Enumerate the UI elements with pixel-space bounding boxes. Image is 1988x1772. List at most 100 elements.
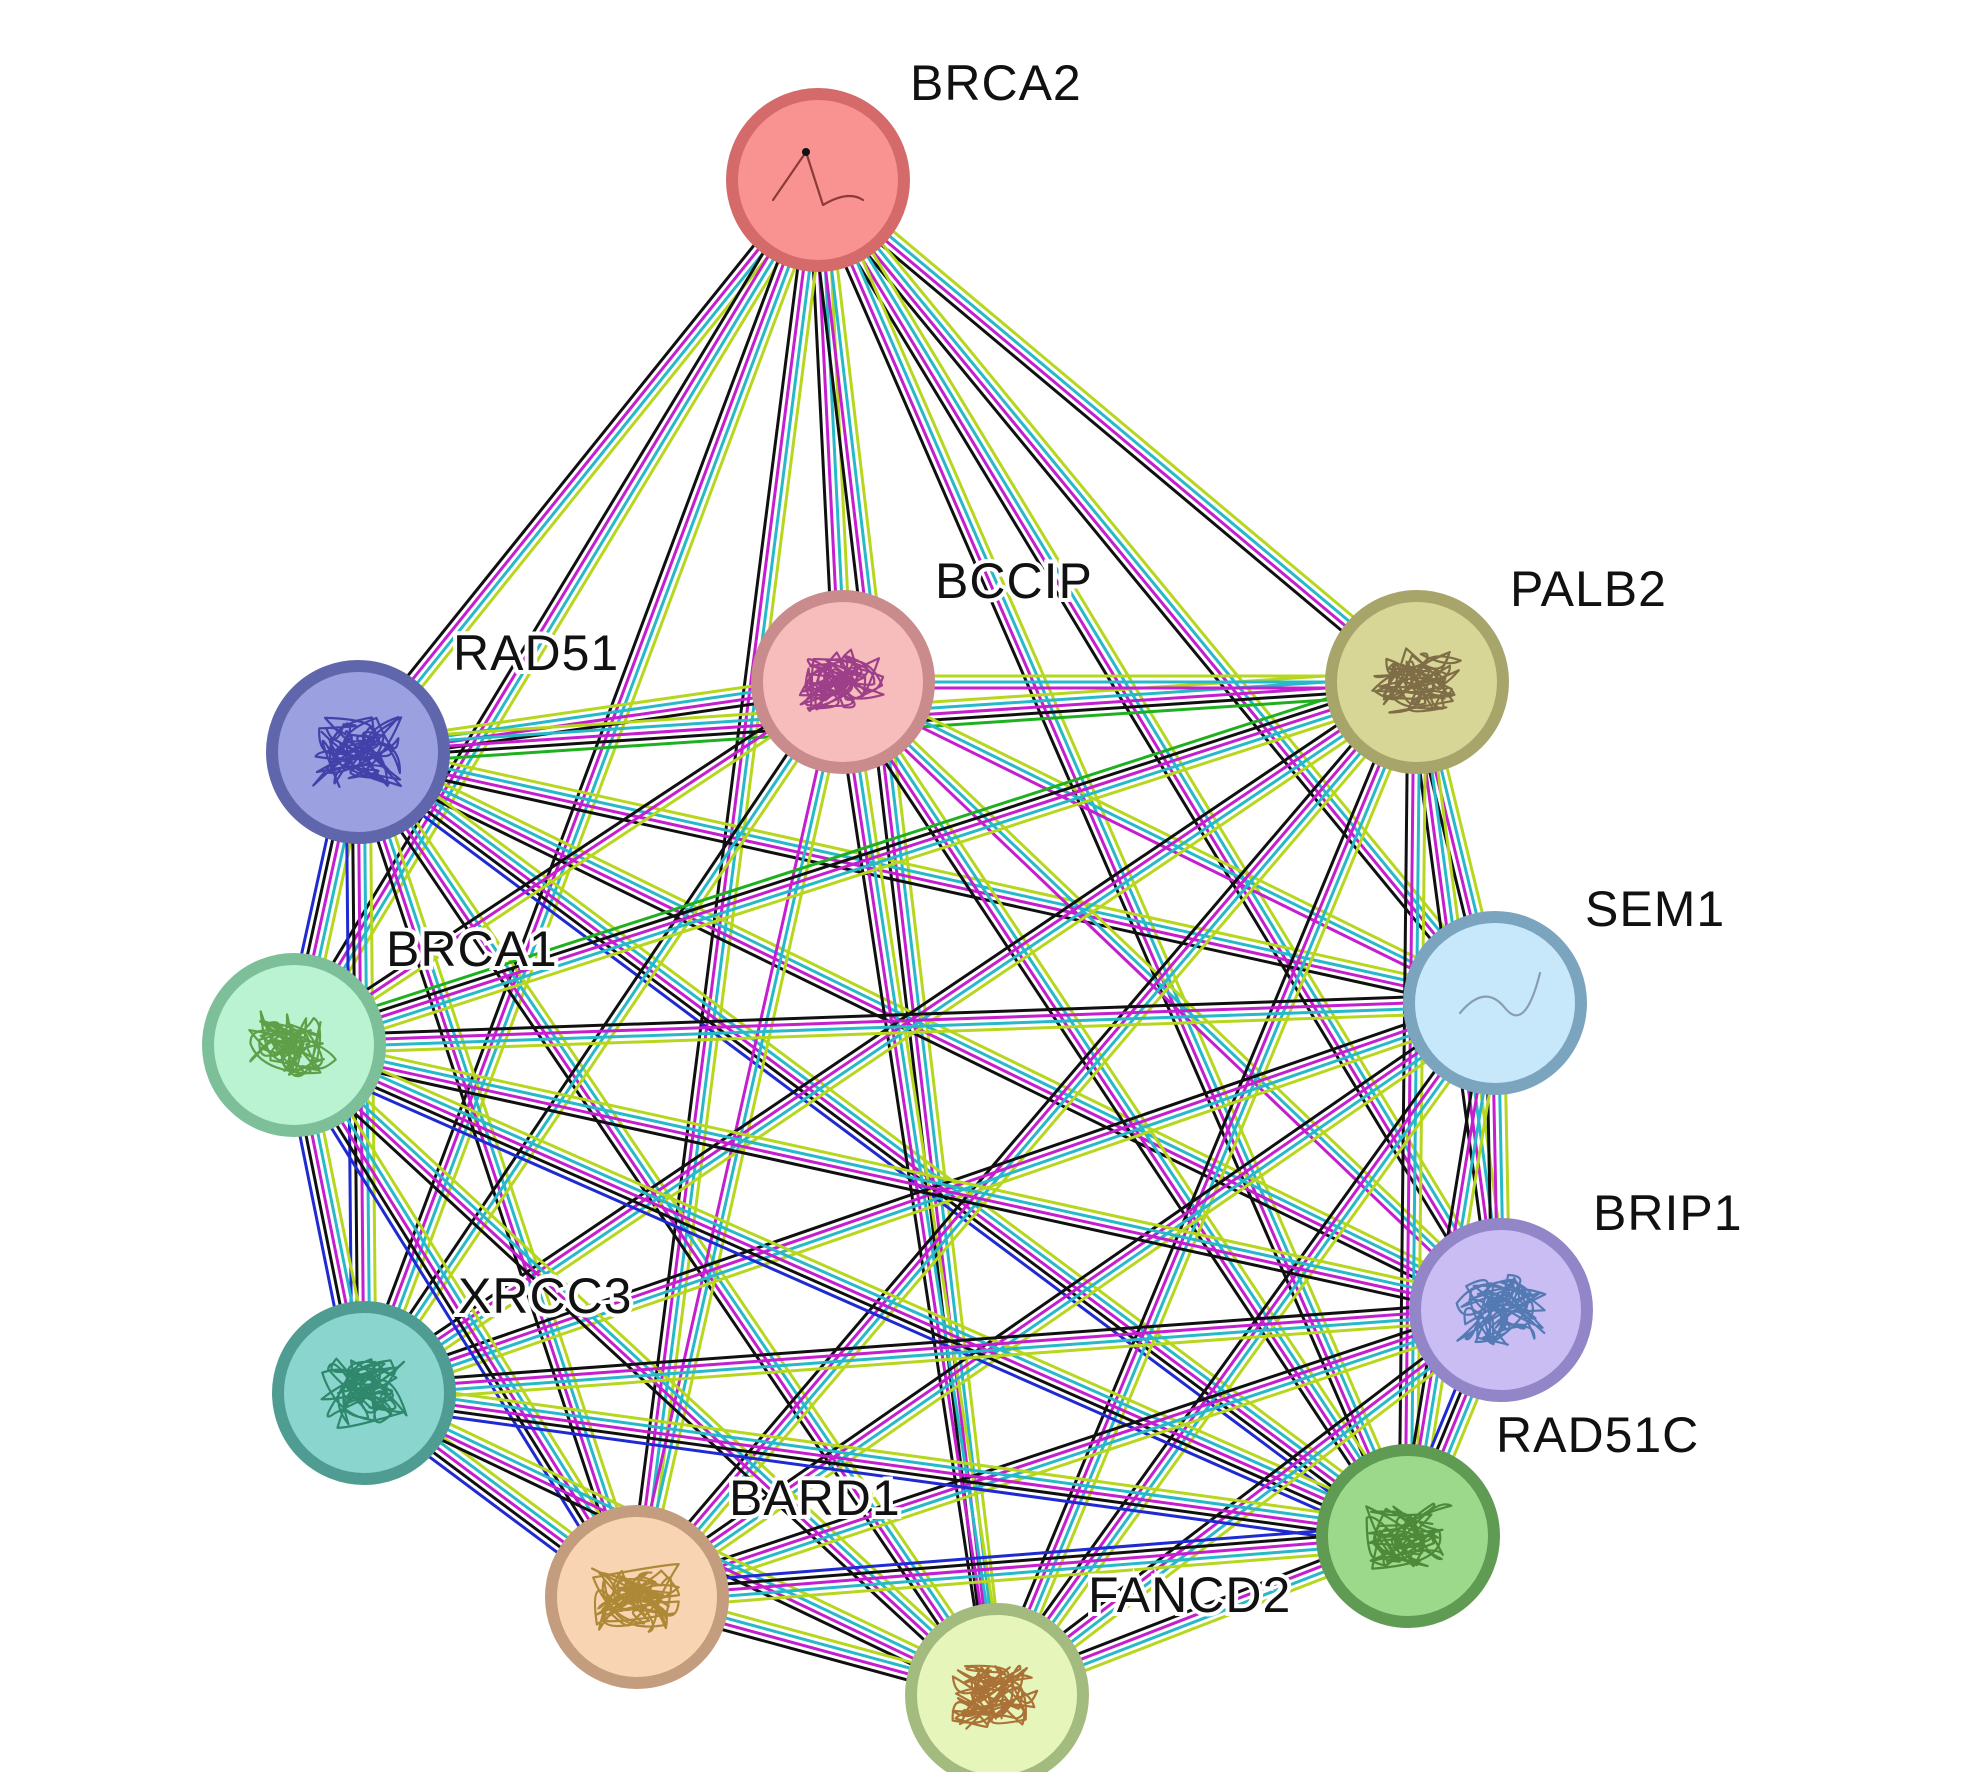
edge-line [358, 673, 1413, 1387]
edge-line [626, 178, 811, 1597]
edge-line [295, 180, 822, 1048]
edge-line [296, 685, 848, 1052]
edge-line [637, 1546, 1410, 1611]
edge-line [295, 1038, 1412, 1532]
edge-RAD51-BRIP1 [353, 742, 1506, 1320]
protein-structure-icon [591, 1563, 681, 1633]
edge-line [354, 177, 817, 752]
node-label-palb2: PALB2 [1510, 561, 1667, 617]
edge-line [360, 993, 1493, 1386]
node-palb2[interactable] [1325, 590, 1509, 774]
edge-line [366, 1010, 1499, 1403]
node-brip1[interactable] [1409, 1218, 1593, 1402]
edge-line [363, 1305, 1501, 1392]
edge-line [293, 998, 1495, 1044]
edge-line [808, 183, 1402, 1541]
node-brca1[interactable] [202, 953, 386, 1137]
edge-line [809, 183, 1495, 1316]
edge-line [819, 179, 1002, 1695]
edge-line [293, 680, 844, 1047]
node-label-rad51c: RAD51C [1496, 1407, 1699, 1463]
node-circle[interactable] [726, 88, 910, 272]
edge-line [363, 1299, 1501, 1386]
edge-BRIP1-XRCC3 [363, 1299, 1502, 1404]
edge-line [813, 180, 1407, 1538]
node-label-brca2: BRCA2 [910, 55, 1082, 111]
edge-BRCA2-SEM1 [809, 173, 1504, 1010]
edge-line [837, 685, 1498, 1316]
node-brca2[interactable] [726, 88, 910, 272]
edge-line [362, 1403, 1407, 1550]
protein-structure-icon [1371, 647, 1462, 714]
edge-line [823, 173, 1504, 999]
edge-line [357, 750, 1409, 1538]
edge-line [294, 1010, 1496, 1056]
edge-line [992, 680, 1416, 1695]
edge-line [294, 1040, 1502, 1309]
edge-line [363, 184, 827, 759]
edge-line [362, 998, 1495, 1392]
protein-structure-icon [798, 648, 885, 712]
edge-SEM1-BRCA1 [293, 992, 1496, 1056]
node-fancd2[interactable] [905, 1603, 1089, 1772]
edge-line [824, 174, 1510, 1307]
node-label-bard1: BARD1 [729, 1470, 901, 1526]
edge-line [293, 992, 1495, 1038]
edge-BRCA2-BRCA1 [285, 174, 827, 1051]
edge-line [361, 742, 1506, 1304]
node-sem1[interactable] [1403, 911, 1587, 1095]
edge-line [819, 178, 1413, 1536]
edge-line [285, 174, 812, 1042]
edge-BRCA2-BRIP1 [809, 174, 1510, 1316]
edge-line [353, 758, 1498, 1320]
edge-line [819, 177, 1505, 1310]
node-circle[interactable] [1403, 911, 1587, 1095]
protein-structure-icon [312, 716, 403, 788]
edge-line [822, 171, 1424, 677]
node-bard1[interactable] [545, 1505, 729, 1689]
edge-line [825, 178, 1008, 1695]
edge-line [994, 1306, 1501, 1694]
edge-PALB2-BRCA1 [289, 669, 1422, 1058]
edge-line [818, 176, 1420, 681]
edge-RAD51C-BARD1 [635, 1522, 1410, 1611]
node-label-xrcc3: XRCC3 [458, 1268, 632, 1324]
edge-line [295, 1034, 1504, 1303]
edge-line [807, 180, 990, 1697]
edge-line [636, 1528, 1408, 1593]
edge-SEM1-XRCC3 [360, 993, 1499, 1403]
edge-line [364, 741, 1417, 1528]
edge-line [641, 1009, 1501, 1606]
edge-line [364, 1385, 1410, 1532]
protein-structure-icon [320, 1357, 408, 1429]
edge-XRCC3-RAD51C [362, 1379, 1410, 1550]
edge-line [365, 1379, 1410, 1526]
edge-line [998, 1003, 1499, 1698]
edge-line [993, 1000, 1494, 1695]
edge-line [365, 180, 823, 1395]
node-rad51c[interactable] [1316, 1444, 1500, 1628]
node-layer [202, 88, 1593, 1772]
node-bccip[interactable] [751, 590, 935, 774]
edge-line [295, 686, 1420, 1053]
edge-line [359, 750, 642, 1597]
edge-line [370, 182, 828, 1397]
edge-line [815, 181, 1417, 686]
edge-BRCA2-FANCD2 [807, 178, 1008, 1697]
edge-line [293, 1043, 1409, 1538]
edge-line [824, 175, 1418, 1533]
edge-line [997, 1311, 1504, 1699]
edge-BRCA1-BRIP1 [291, 1034, 1504, 1321]
node-rad51[interactable] [266, 660, 450, 844]
edge-line [990, 1301, 1497, 1689]
node-label-sem1: SEM1 [1585, 881, 1725, 937]
node-xrcc3[interactable] [272, 1301, 456, 1485]
edge-BRCA2-PALB2 [811, 171, 1424, 691]
protein-structure-icon [771, 150, 865, 207]
edge-line [348, 754, 630, 1601]
edge-line [367, 684, 850, 1398]
edge-line [357, 677, 840, 1391]
edge-line [631, 994, 1491, 1591]
